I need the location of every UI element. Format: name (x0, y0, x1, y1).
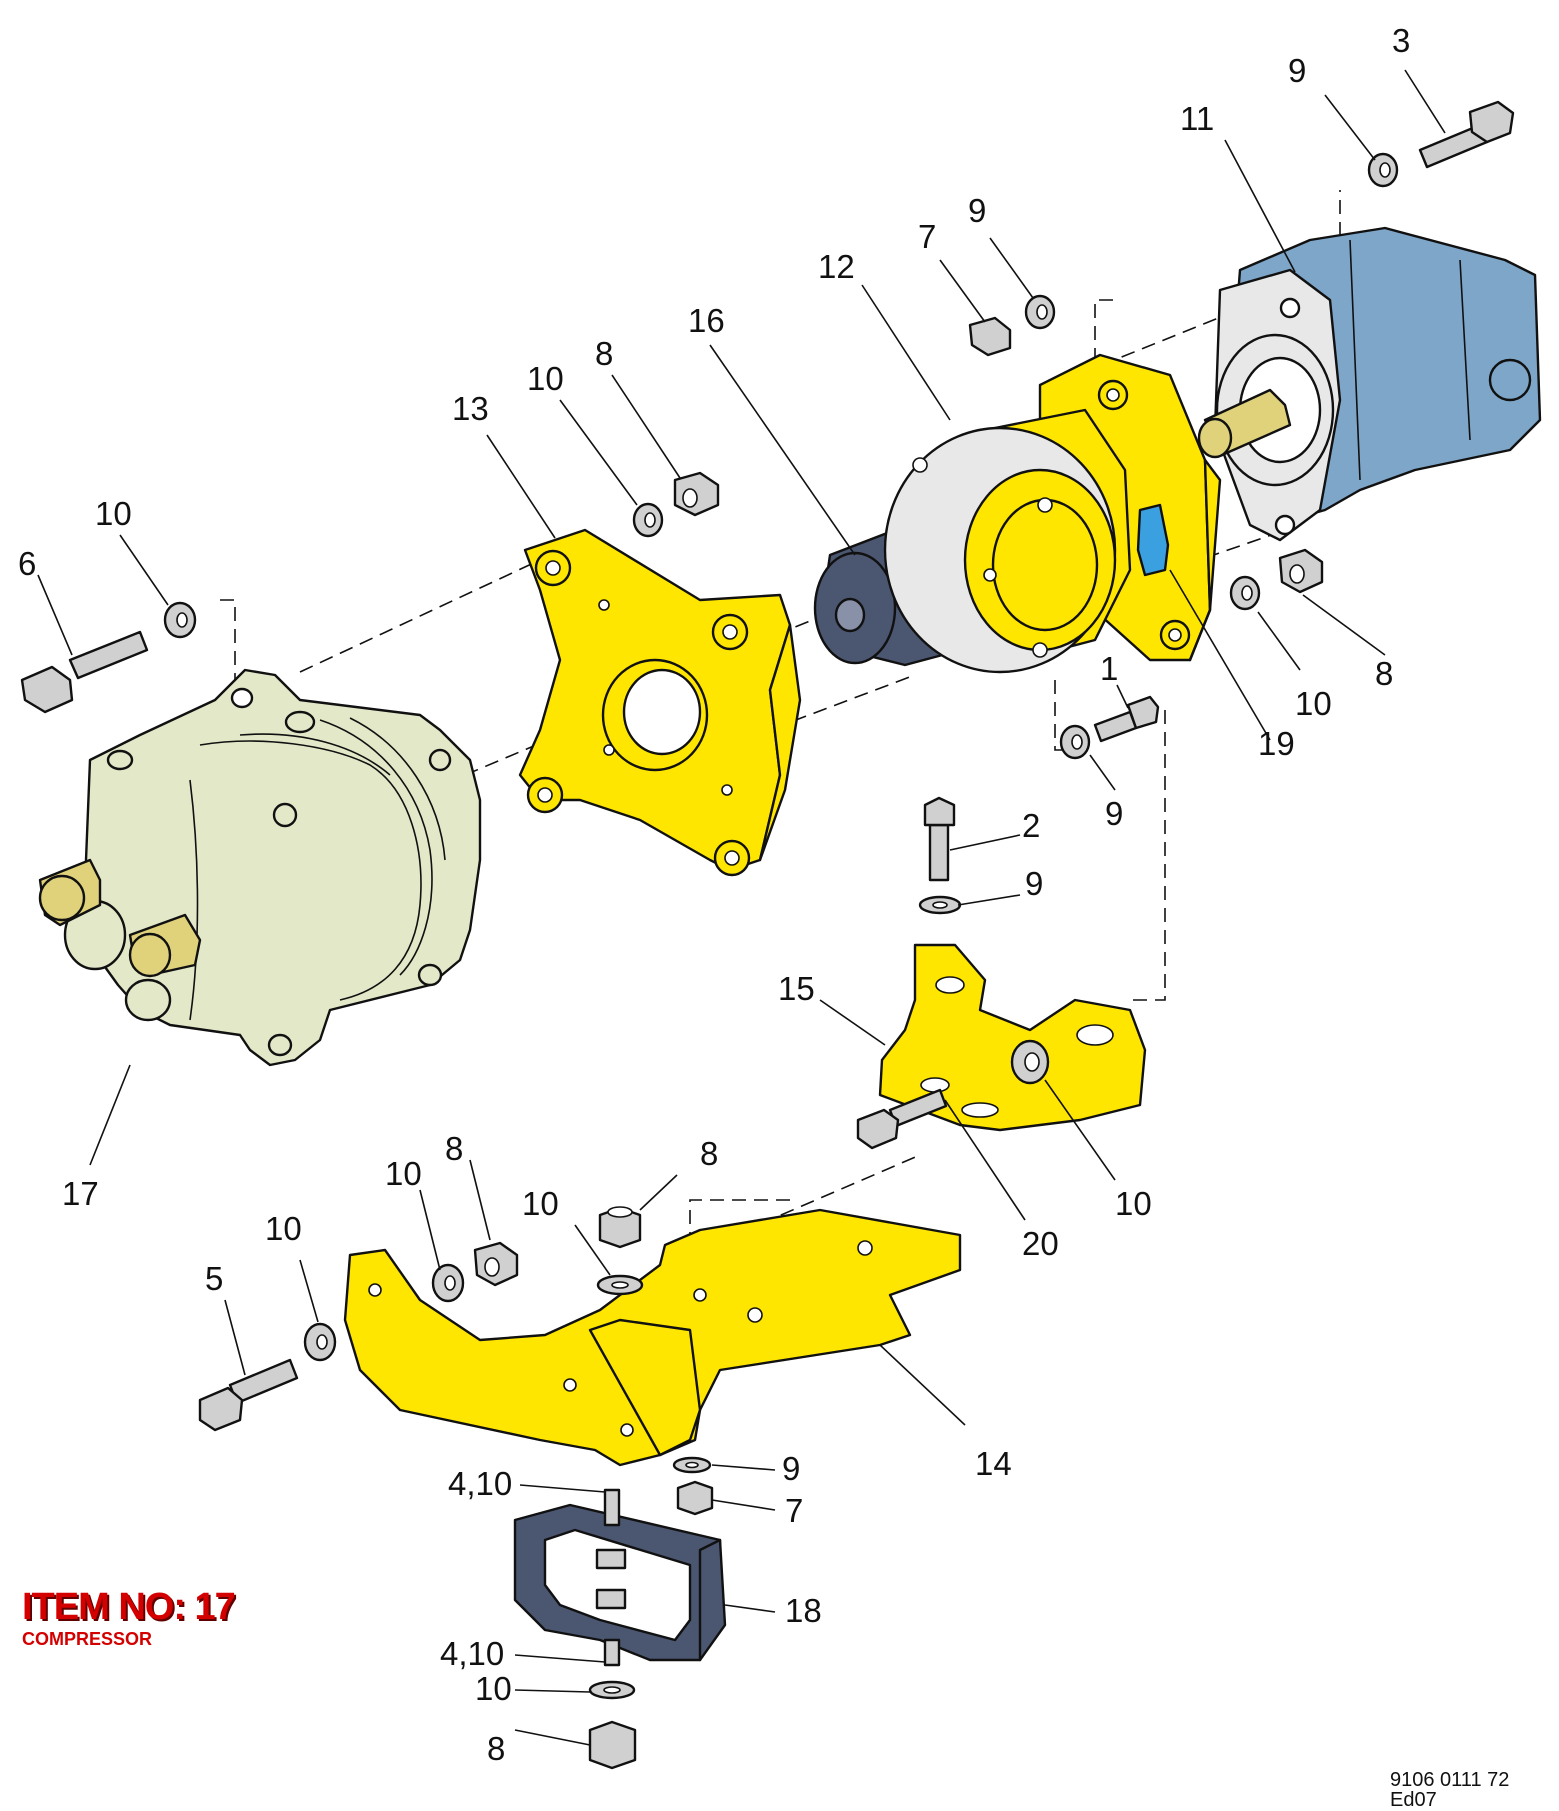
item-name-label: COMPRESSOR (22, 1629, 153, 1649)
callout-9-flange: 9 (1105, 795, 1123, 832)
bolt-5 (198, 1358, 299, 1432)
washer-10-bracket (1010, 1039, 1050, 1085)
callout-10-bracket: 10 (1115, 1185, 1152, 1222)
compressor-fitting-large (38, 858, 102, 927)
callout-18: 18 (785, 1592, 822, 1629)
callout-6: 6 (18, 545, 36, 582)
callout-12: 12 (818, 248, 855, 285)
drawing-reference-number: 9106 0111 72 Ed07 (1390, 1769, 1510, 1811)
flange-sensor (1136, 503, 1170, 577)
callout-2: 2 (1022, 807, 1040, 844)
nut-8-plate (673, 471, 720, 517)
bolt-3 (1418, 100, 1515, 169)
bolt-2 (923, 796, 956, 882)
nut-7-lower (676, 1480, 714, 1516)
compressor-fitting-small (128, 913, 202, 978)
callout-17: 17 (62, 1175, 99, 1212)
nut-8-lower-top (598, 1206, 642, 1249)
sensor-bracket (878, 943, 1147, 1132)
bolt-20 (856, 1088, 948, 1150)
nut-8-motor (1278, 548, 1324, 594)
callout-9-bracket: 9 (1025, 865, 1043, 902)
washer-9-flange (1059, 724, 1091, 760)
callout-4-10-upper: 4,10 (448, 1465, 512, 1502)
callout-15: 15 (778, 970, 815, 1007)
leader-lines (37, 69, 1446, 1746)
compressor-flange-plate (518, 528, 802, 877)
bolt-6 (20, 630, 149, 714)
washer-9-bracket (918, 895, 962, 915)
washer-10-plate (632, 502, 664, 538)
item-number-heading: ITEM NO: 17 (22, 1586, 236, 1628)
bolt-1 (1093, 695, 1160, 743)
callout-14: 14 (975, 1445, 1012, 1482)
callout-19: 19 (1258, 725, 1295, 762)
callout-4-10-lower: 4,10 (440, 1635, 504, 1672)
nut-8-bottom (588, 1720, 637, 1770)
callout-10-lower-mid: 10 (385, 1155, 422, 1192)
nut-7-top (968, 316, 1012, 357)
washer-9-top (1024, 294, 1056, 330)
callout-8-bottom: 8 (487, 1730, 505, 1767)
washer-10-lower-top (596, 1274, 644, 1296)
washer-10-bottom (588, 1680, 636, 1700)
hydraulic-motor (1197, 226, 1542, 542)
callout-10-left: 10 (95, 495, 132, 532)
callout-9-top: 9 (968, 192, 986, 229)
callout-10-lower-left: 10 (265, 1210, 302, 1247)
nut-8-lower-mid (473, 1241, 519, 1287)
callout-5: 5 (205, 1260, 223, 1297)
callout-10-lower-top: 10 (522, 1185, 559, 1222)
callout-8-motor: 8 (1375, 655, 1393, 692)
rubber-mount (513, 1488, 727, 1667)
callout-8-lower-top: 8 (700, 1135, 718, 1172)
washer-9-motor (1367, 152, 1399, 188)
callout-3: 3 (1392, 22, 1410, 59)
callout-7-lower: 7 (785, 1492, 803, 1529)
callout-10-motor: 10 (1295, 685, 1332, 722)
callout-13: 13 (452, 390, 489, 427)
washer-10-lower-mid (431, 1263, 465, 1303)
washer-10-lower-left (303, 1322, 337, 1362)
washer-9-lower (672, 1456, 712, 1474)
callout-7-top: 7 (918, 218, 936, 255)
callout-20: 20 (1022, 1225, 1059, 1262)
washer-10-motor (1229, 575, 1261, 611)
callout-1: 1 (1100, 650, 1118, 687)
callout-numbers: 1 2 3 4,10 4,10 5 6 7 7 8 8 8 8 8 9 9 9 … (18, 22, 1410, 1767)
callout-9-motor: 9 (1288, 52, 1306, 89)
callout-10-bottom: 10 (475, 1670, 512, 1707)
washer-10-left (163, 601, 197, 639)
callout-11: 11 (1180, 100, 1214, 137)
callout-16: 16 (688, 302, 725, 339)
lower-mounting-bracket (343, 1208, 962, 1467)
callout-8-plate: 8 (595, 335, 613, 372)
motor-flange-ring (883, 408, 1132, 674)
callout-10-plate: 10 (527, 360, 564, 397)
callout-8-lower-mid: 8 (445, 1130, 463, 1167)
compressor-body (63, 668, 482, 1067)
callout-9-lower: 9 (782, 1450, 800, 1487)
